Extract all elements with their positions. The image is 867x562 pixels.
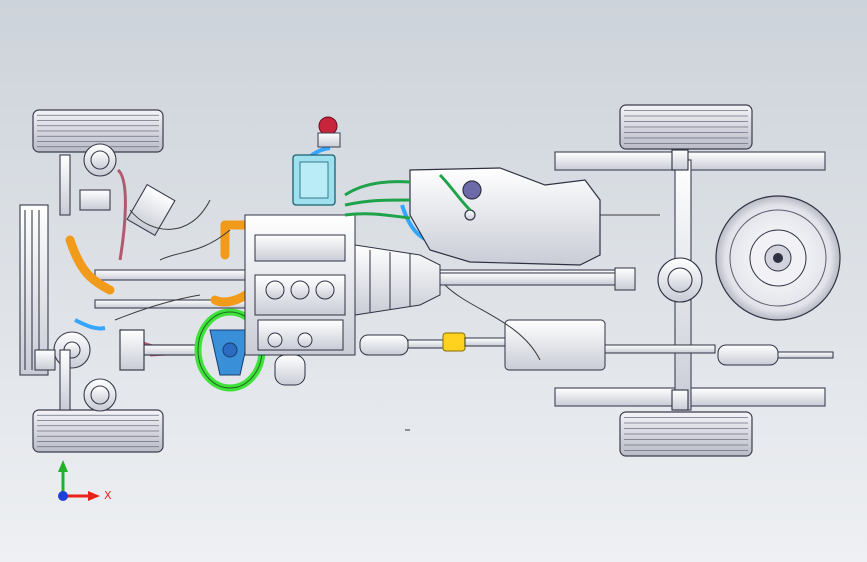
driveshaft bbox=[439, 267, 636, 291]
transmission bbox=[354, 244, 441, 316]
exhaust-system bbox=[359, 319, 834, 371]
intake-pipes bbox=[65, 220, 255, 307]
coordinate-triad-icon: X bbox=[58, 460, 112, 502]
spare-tire bbox=[715, 195, 841, 321]
wiring-harness bbox=[114, 199, 660, 361]
fuel-lines bbox=[344, 173, 472, 220]
reservoir-cap bbox=[317, 116, 341, 148]
air-filter-box bbox=[292, 154, 336, 206]
front-left-tire bbox=[32, 109, 164, 153]
fuel-tank bbox=[409, 167, 601, 266]
front-suspension bbox=[19, 143, 176, 412]
front-right-tire bbox=[32, 409, 164, 453]
rear-axle bbox=[657, 149, 703, 411]
rear-right-tire bbox=[619, 411, 753, 457]
x-axis-label: X bbox=[104, 489, 112, 502]
rear-left-tire bbox=[619, 104, 753, 150]
engine-block bbox=[244, 214, 356, 386]
